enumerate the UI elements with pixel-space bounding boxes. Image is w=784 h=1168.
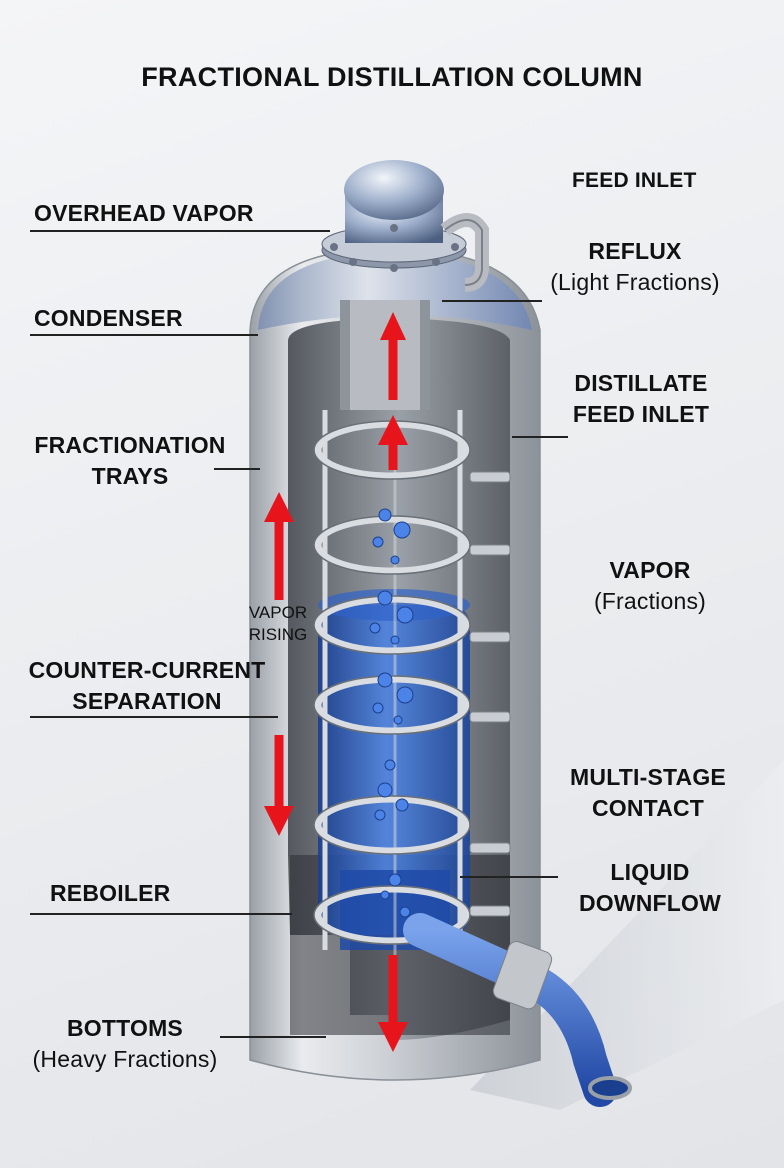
vapor-bubbles (369, 508, 414, 918)
label-bottoms: BOTTOMS (Heavy Fractions) (32, 1015, 218, 1072)
leader-bottoms (220, 1036, 326, 1038)
label-multi-stage-contact: MULTI-STAGE CONTACT (570, 764, 726, 821)
label-overhead-vapor: OVERHEAD VAPOR (34, 200, 254, 226)
leader-overhead-vapor (30, 230, 330, 232)
leader-condenser (30, 334, 258, 336)
leader-counter-current (30, 716, 278, 718)
bottom-outlet-pipe (403, 913, 632, 1107)
flow-arrows (264, 312, 408, 1052)
label-counter-current-separation: COUNTER-CURRENT SEPARATION (28, 657, 266, 714)
label-feed-inlet: FEED INLET (572, 169, 697, 192)
floor-shadow (470, 760, 784, 1110)
leader-reboiler (30, 913, 292, 915)
leader-fractionation-trays (214, 468, 260, 470)
tray-rods (322, 410, 463, 955)
label-reflux: REFLUX (Light Fractions) (550, 238, 720, 295)
leader-liquid-downflow (460, 876, 558, 878)
label-vapor-rising: VAPOR RISING (248, 603, 308, 644)
leader-reflux (442, 300, 542, 302)
label-fractionation-trays: FRACTIONATION TRAYS (34, 432, 226, 489)
side-nozzles (469, 471, 511, 917)
label-condenser: CONDENSER (34, 305, 183, 331)
page-title: FRACTIONAL DISTILLATION COLUMN (141, 62, 643, 92)
condenser-assembly (321, 160, 489, 410)
label-reboiler: REBOILER (50, 880, 171, 906)
label-vapor-fractions: VAPOR (Fractions) (593, 557, 707, 614)
label-liquid-downflow: LIQUID DOWNFLOW (578, 859, 722, 916)
label-distillate-feed-inlet: DISTILLATE FEED INLET (572, 370, 710, 427)
leader-distillate (512, 436, 568, 438)
